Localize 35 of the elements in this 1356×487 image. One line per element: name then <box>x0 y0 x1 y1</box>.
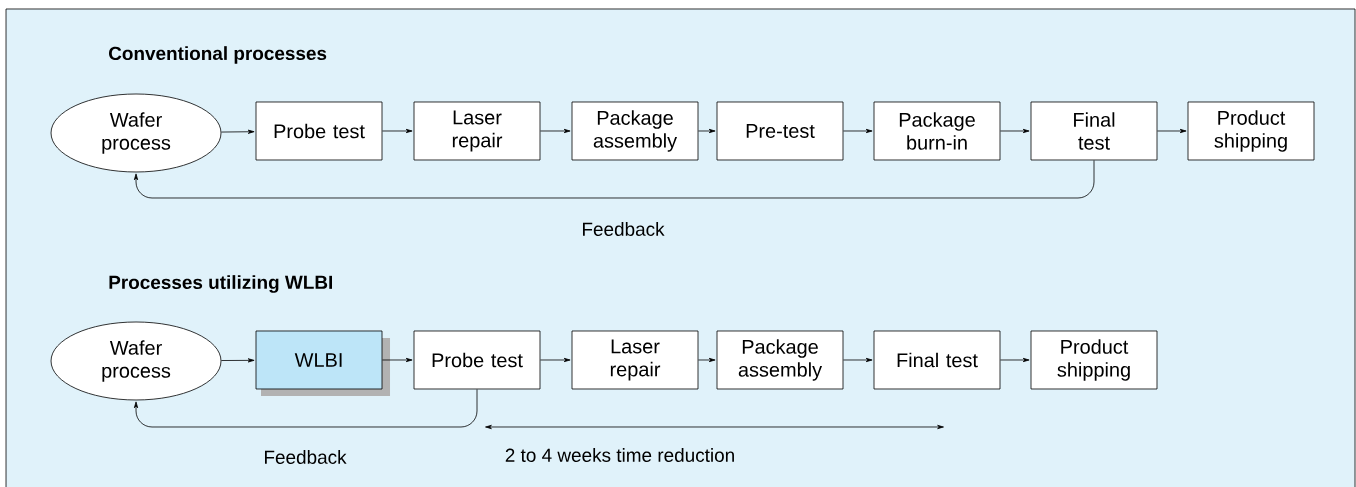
process-box: Pre-test <box>716 101 844 161</box>
process-box: Package assembly <box>716 330 844 390</box>
process-box: Probe test <box>413 330 541 390</box>
arrow <box>1000 128 1030 134</box>
dimension-label: 2 to 4 weeks time reduction <box>505 448 734 462</box>
process-box: Product shipping <box>1187 101 1315 161</box>
section-heading: Conventional processes <box>109 46 327 64</box>
arrow <box>1000 357 1030 363</box>
arrow <box>698 357 716 363</box>
ellipse-node: Wafer process <box>50 321 222 401</box>
section-heading: Processes utilizing WLBI <box>109 275 332 293</box>
arrow <box>698 128 716 134</box>
edge-label: Feedback <box>579 220 667 238</box>
feedback-arrow <box>133 160 1095 199</box>
arrow <box>1157 128 1187 134</box>
arrow <box>382 357 413 363</box>
process-box: Final test <box>873 330 1001 390</box>
process-box: Laser repair <box>413 101 541 161</box>
arrow <box>540 357 571 363</box>
arrow <box>221 358 255 363</box>
process-box: Package burn-in <box>873 101 1001 161</box>
feedback-arrow <box>133 389 478 428</box>
process-box: Package assembly <box>571 101 699 161</box>
process-box: Probe test <box>255 101 383 161</box>
process-box: Laser repair <box>571 330 699 390</box>
process-box: Final test <box>1030 101 1158 161</box>
arrow <box>382 128 413 134</box>
edge-label: Feedback <box>261 448 349 466</box>
process-box: WLBI <box>255 330 390 396</box>
arrow <box>843 357 873 363</box>
arrow <box>843 128 873 134</box>
ellipse-node: Wafer process <box>50 93 222 173</box>
arrow <box>540 128 571 134</box>
process-box: Product shipping <box>1030 330 1158 390</box>
arrow <box>221 129 255 134</box>
